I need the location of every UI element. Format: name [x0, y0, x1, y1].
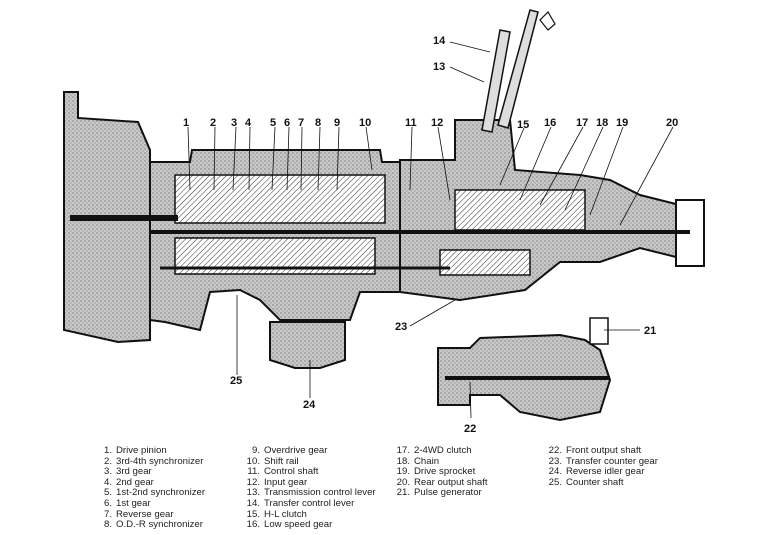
- legend-item: 23.Transfer counter gear: [548, 455, 658, 467]
- callout-23: 23: [395, 321, 407, 333]
- callout-4: 4: [245, 117, 252, 129]
- legend-item: 24.Reverse idler gear: [548, 466, 645, 478]
- callout-25: 25: [230, 375, 242, 387]
- transmission-control-lever: [481, 29, 511, 133]
- transfer-lower-gears: [439, 249, 531, 276]
- legend-item: 4.2nd gear: [103, 476, 154, 488]
- legend-column-4: 22.Front output shaft 23.Transfer counte…: [540, 445, 658, 488]
- legend-item: 20.Rear output shaft: [396, 476, 488, 488]
- legend-item: 3.3rd gear: [103, 466, 152, 478]
- callout-17: 17: [576, 117, 588, 129]
- transmission-cutaway-diagram: 1 2 3 4 5 6 7 8 9 10 11 12 13 14 15 16 1…: [63, 9, 705, 435]
- legend-item: 10.Shift rail: [246, 455, 299, 467]
- callout-16: 16: [544, 117, 556, 129]
- callout-15: 15: [517, 119, 529, 131]
- callout-22: 22: [464, 423, 476, 435]
- callout-2: 2: [210, 117, 216, 129]
- legend-item: 11.Control shaft: [247, 466, 319, 478]
- callout-19: 19: [616, 117, 628, 129]
- legend-item: 25.Counter shaft: [548, 476, 624, 488]
- callout-24: 24: [303, 399, 316, 411]
- callout-13: 13: [433, 61, 445, 73]
- legend-item: 14.Transfer control lever: [246, 497, 355, 509]
- legend-item: 16.Low speed gear: [246, 519, 333, 531]
- callout-18: 18: [596, 117, 608, 129]
- lever-knob: [539, 11, 556, 31]
- upper-gear-train: [174, 174, 386, 224]
- transfer-gears: [454, 189, 586, 231]
- legend-item: 15.H-L clutch: [246, 508, 307, 520]
- callout-11: 11: [405, 117, 417, 129]
- callout-21: 21: [644, 325, 656, 337]
- legend-column-2: 9.Overdrive gear 10.Shift rail 11.Contro…: [238, 445, 376, 531]
- callout-14: 14: [433, 35, 446, 47]
- callout-8: 8: [315, 117, 321, 129]
- callout-6: 6: [284, 117, 290, 129]
- legend-item: 18.Chain: [396, 455, 440, 467]
- callout-1: 1: [183, 117, 189, 129]
- legend-item: 19.Drive sprocket: [396, 466, 476, 478]
- legend-item: 12.Input gear: [246, 476, 308, 488]
- callout-10: 10: [359, 117, 371, 129]
- pulse-generator-body: [589, 317, 609, 345]
- legend-item: 2.3rd-4th synchronizer: [103, 455, 204, 467]
- reverse-idler-housing: [269, 321, 346, 369]
- legend-item: 21.Pulse generator: [396, 487, 482, 499]
- parts-legend: 1.Drive pinion 2.3rd-4th synchronizer 3.…: [0, 445, 770, 532]
- legend-item: 17.2-4WD clutch: [396, 445, 472, 456]
- legend-item: 22.Front output shaft: [548, 445, 642, 456]
- transfer-control-lever: [497, 9, 539, 129]
- callout-20: 20: [666, 117, 678, 129]
- legend-column-3: 17.2-4WD clutch 18.Chain 19.Drive sprock…: [388, 445, 488, 499]
- legend-item: 7.Reverse gear: [103, 508, 174, 520]
- legend-item: 9.Overdrive gear: [251, 445, 328, 456]
- legend-item: 5.1st-2nd synchronizer: [103, 487, 206, 499]
- leader-lines: [187, 41, 674, 419]
- callout-7: 7: [298, 117, 304, 129]
- legend-item: 8.O.D.-R synchronizer: [103, 519, 203, 531]
- callout-12: 12: [431, 117, 443, 129]
- callout-9: 9: [334, 117, 340, 129]
- callout-5: 5: [270, 117, 276, 129]
- callout-3: 3: [231, 117, 237, 129]
- legend-item: 6.1st gear: [103, 497, 151, 509]
- legend-item: 1.Drive pinion: [103, 445, 167, 456]
- legend-item: 13.Transmission control lever: [246, 487, 376, 499]
- legend-column-1: 1.Drive pinion 2.3rd-4th synchronizer 3.…: [90, 445, 206, 531]
